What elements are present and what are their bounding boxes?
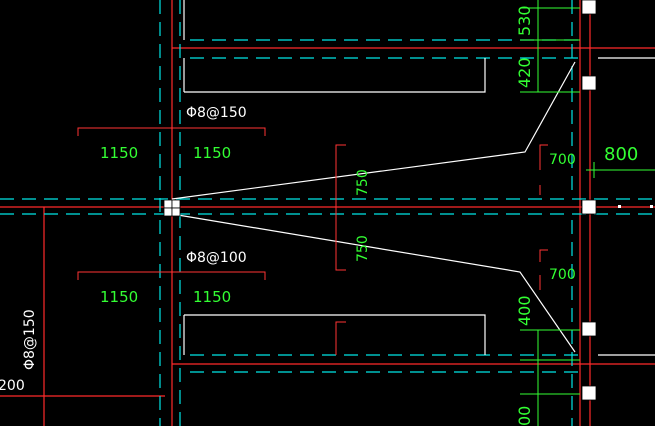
grip-center-a: [163, 199, 173, 209]
dim-right-far: 800: [604, 144, 638, 165]
rebar-labels: Φ8@150 Φ8@100 Φ8@150 200: [0, 105, 247, 394]
bracket-top-left: [77, 127, 266, 136]
grip-right-bottom: [581, 385, 597, 401]
bracket-right-lower-top: [539, 249, 548, 262]
grip-points[interactable]: [163, 0, 597, 401]
dim-right-lower: 700: [549, 267, 576, 283]
dim-right-upper: 700: [549, 152, 576, 168]
grip-right-mid: [581, 199, 597, 215]
green-dimension-lines: [520, 0, 655, 426]
dim-top-left-b: 1150: [193, 144, 231, 162]
rebar-label-bottom: Φ8@100: [186, 250, 247, 266]
dim-top-right-a: 530: [515, 5, 534, 36]
grip-center-c: [163, 207, 173, 217]
mark-right-a: [618, 205, 621, 208]
dim-top-left-a: 1150: [100, 144, 138, 162]
dim-mid-upper: 750: [355, 169, 371, 196]
grip-right-top: [581, 0, 597, 15]
opening-outlines: [183, 0, 655, 356]
dim-bottom-left-b: 1150: [193, 288, 231, 306]
left-partial-label: 200: [0, 378, 25, 394]
dim-mid-lower: 750: [355, 235, 371, 262]
dimension-texts: 1150 1150 1150 1150 750 750 700 700 800 …: [100, 5, 638, 426]
grip-center-b: [171, 199, 181, 209]
rebar-label-left: Φ8@150: [22, 309, 38, 370]
dimension-brackets: [77, 127, 548, 355]
grip-center-d: [171, 207, 181, 217]
upper-opening: [184, 58, 486, 93]
dim-bottom-left-a: 1150: [100, 288, 138, 306]
bracket-middle: [335, 144, 346, 271]
haunch-lower: [171, 213, 576, 353]
point-marks: [618, 205, 653, 208]
grip-right-upper: [581, 75, 597, 91]
bracket-mid-lower: [335, 321, 346, 355]
dim-bottom-partial: 00: [515, 406, 534, 426]
bracket-right-upper-top: [539, 144, 548, 170]
lower-opening: [184, 314, 486, 355]
grip-right-lower: [581, 321, 597, 337]
mark-right-b: [650, 205, 653, 208]
dim-top-right-b: 420: [515, 57, 534, 88]
rebar-label-top: Φ8@150: [186, 105, 247, 121]
dim-lower-right: 400: [515, 295, 534, 326]
bracket-bottom-left: [77, 271, 266, 280]
